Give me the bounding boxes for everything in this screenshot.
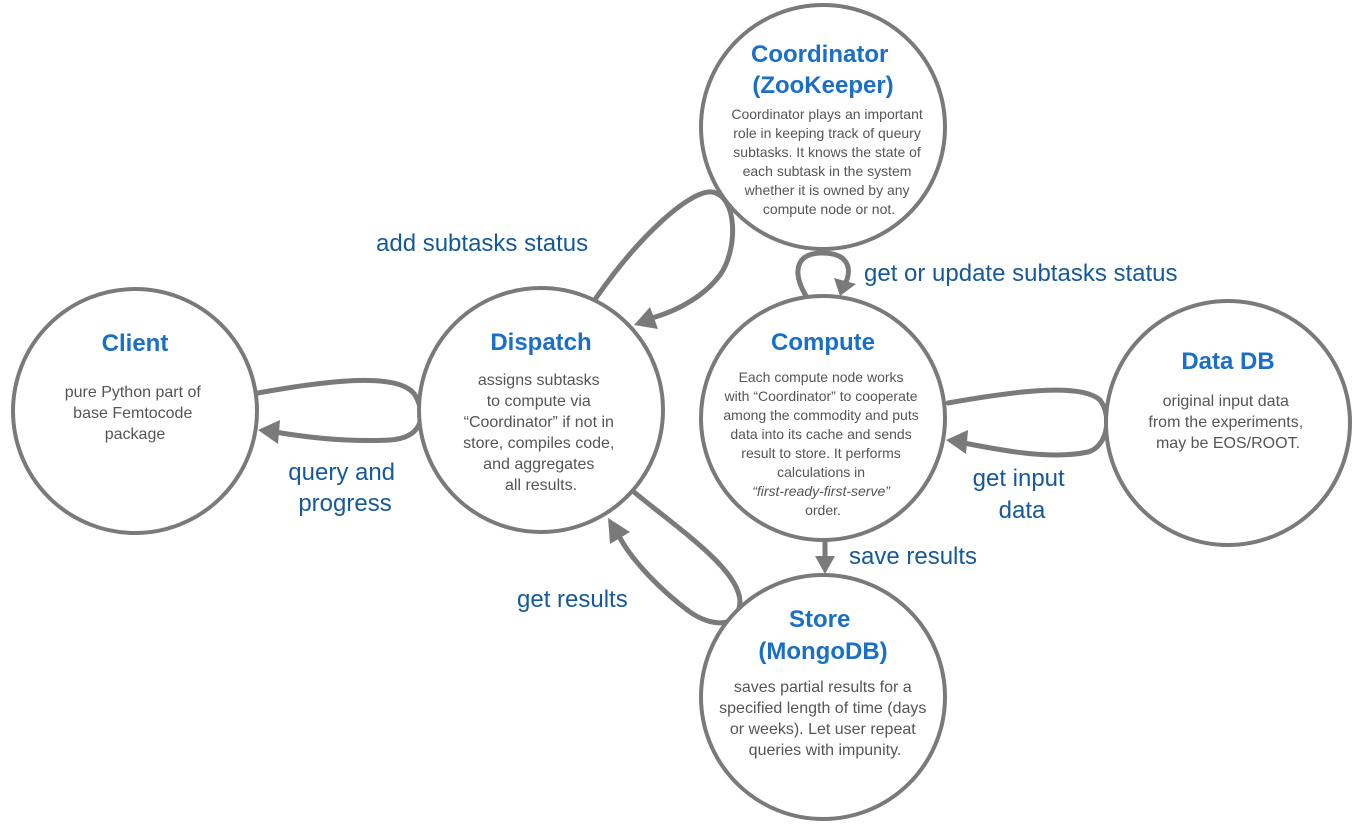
edge-dispatch-store-arrowhead xyxy=(608,518,630,544)
node-compute-desc: Each compute node works with “Coordinato… xyxy=(723,369,922,518)
edge-coordinator-compute-arrowhead xyxy=(834,278,856,296)
edge-dispatch-store xyxy=(617,489,743,626)
edge-dispatch-coordinator xyxy=(593,189,736,321)
node-store: Store (MongoDB) saves partial results fo… xyxy=(699,573,947,821)
edge-label-get-update: get or update subtasks status xyxy=(864,260,1178,287)
node-coordinator: Coordinator (ZooKeeper) Coordinator play… xyxy=(699,3,947,251)
node-coordinator-title: Coordinator (ZooKeeper) xyxy=(751,41,895,99)
node-coordinator-desc: Coordinator plays an important role in k… xyxy=(731,106,926,217)
node-coordinator-circle xyxy=(699,3,947,251)
edge-client-dispatch xyxy=(255,377,424,444)
node-datadb-title: Data DB xyxy=(1181,348,1274,375)
node-datadb: Data DB original input data from the exp… xyxy=(1104,299,1352,547)
edge-client-dispatch-arrowhead xyxy=(258,420,280,444)
node-store-circle xyxy=(699,573,947,821)
node-dispatch-circle xyxy=(417,286,665,534)
node-compute-circle xyxy=(699,294,947,542)
edge-dispatch-coordinator-arrowhead xyxy=(634,307,658,329)
edge-label-save-results: save results xyxy=(849,543,977,570)
edge-compute-store-arrowhead xyxy=(815,556,835,574)
edge-coordinator-compute xyxy=(795,250,851,299)
node-store-title: Store (MongoDB) xyxy=(758,606,887,665)
edge-label-get-input: get input data xyxy=(973,465,1072,524)
node-client: Client pure Python part of base Femtocod… xyxy=(11,287,259,535)
edge-label-get-results: get results xyxy=(517,586,628,613)
node-dispatch: Dispatch assigns subtasks to compute via… xyxy=(417,286,665,534)
edge-label-add-subtasks: add subtasks status xyxy=(376,230,588,257)
edge-compute-datadb-arrowhead xyxy=(946,430,968,454)
node-store-desc: saves partial results for a specified le… xyxy=(719,679,931,759)
node-client-desc: pure Python part of base Femtocode packa… xyxy=(65,384,206,443)
node-compute-title: Compute xyxy=(771,329,875,356)
node-datadb-circle xyxy=(1104,299,1352,547)
node-compute: Compute Each compute node works with “Co… xyxy=(699,294,947,542)
edge-compute-datadb xyxy=(945,387,1110,458)
node-client-circle xyxy=(11,287,259,535)
node-dispatch-desc: assigns subtasks to compute via “Coordin… xyxy=(463,372,619,494)
node-dispatch-title: Dispatch xyxy=(490,329,591,356)
edge-label-query-progress: query and progress xyxy=(288,459,401,517)
node-client-title: Client xyxy=(102,330,169,357)
node-datadb-desc: original input data from the experiments… xyxy=(1148,393,1307,452)
